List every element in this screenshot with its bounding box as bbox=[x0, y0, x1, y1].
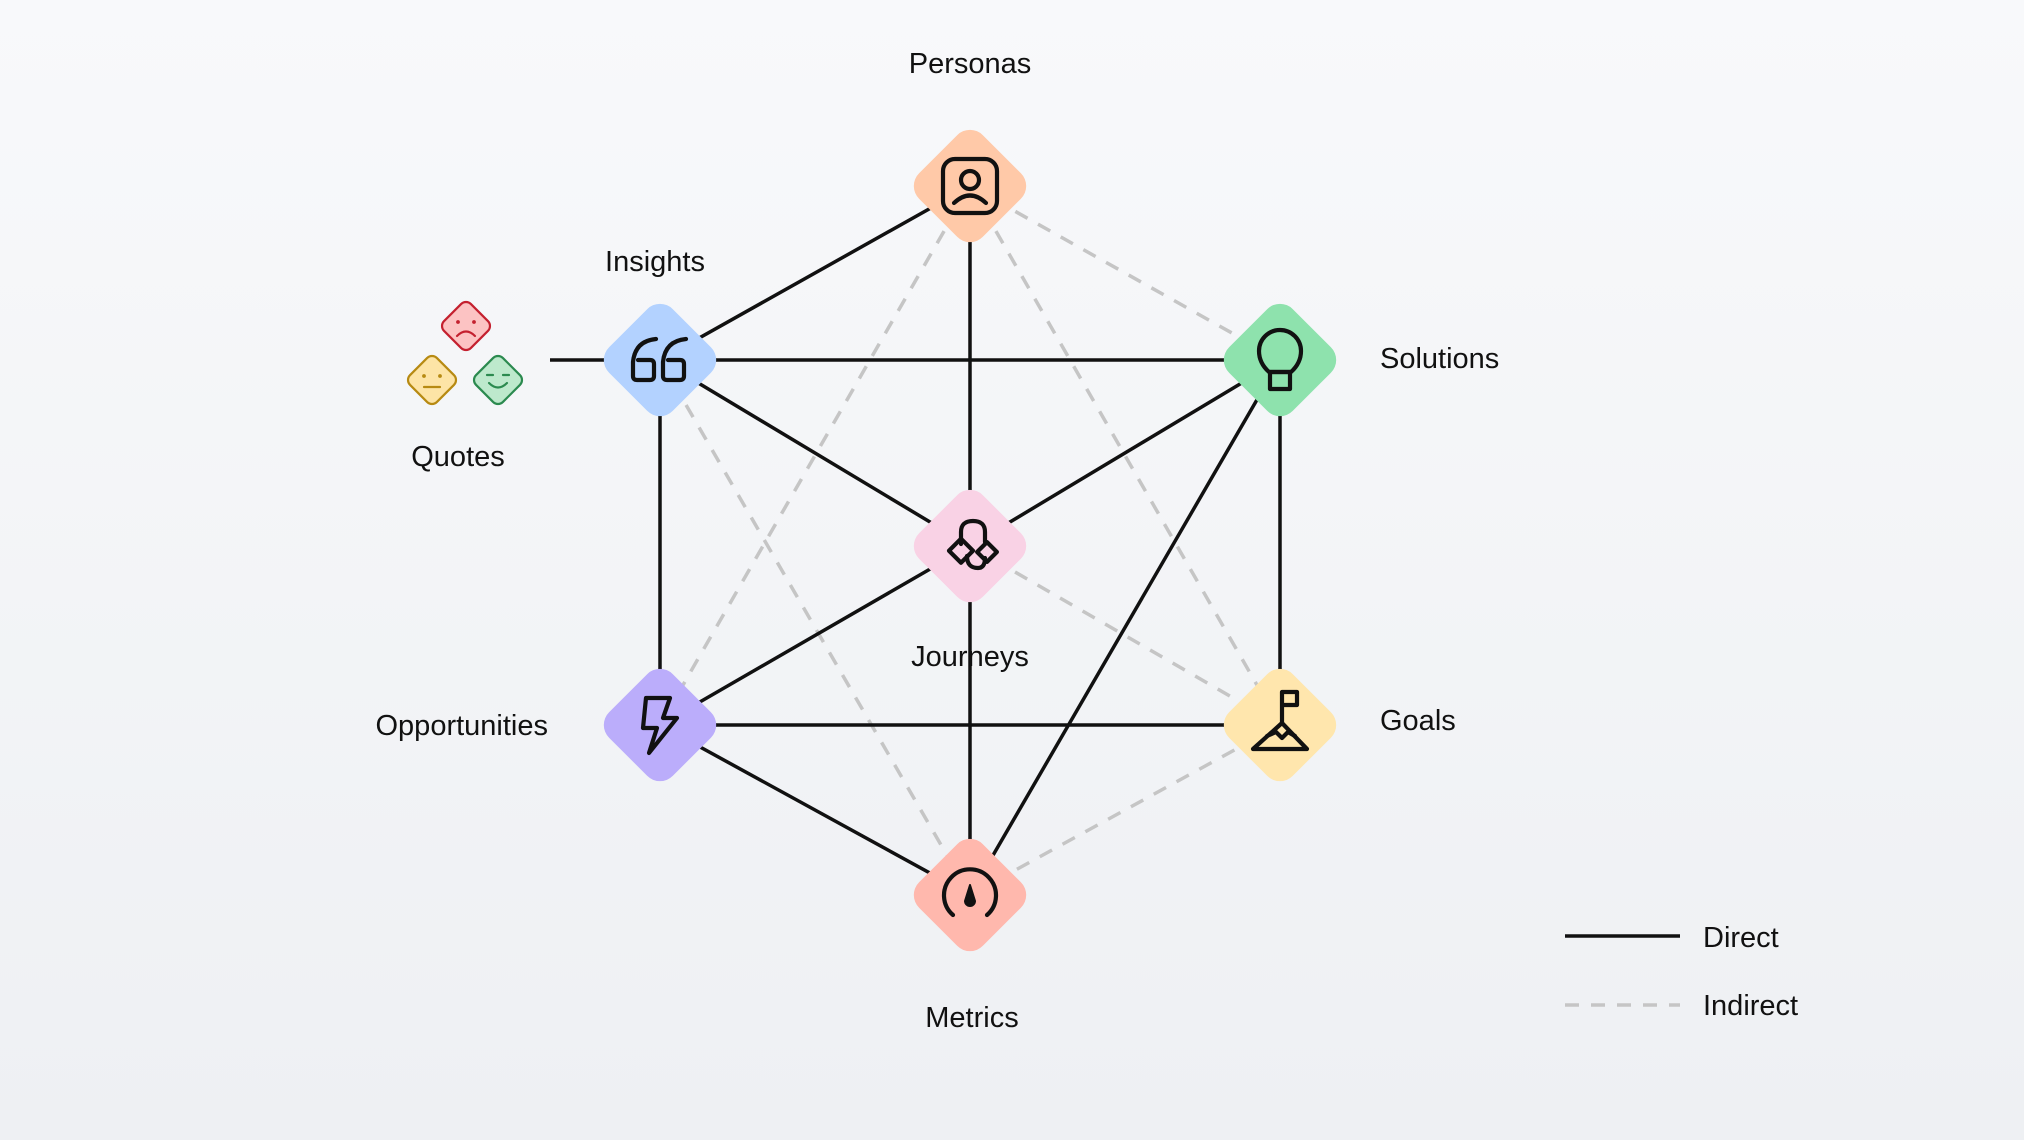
quotes-label: Quotes bbox=[411, 441, 505, 473]
person-card-icon bbox=[940, 156, 1000, 216]
happy-face-icon bbox=[472, 354, 524, 406]
lightbulb-icon bbox=[1256, 327, 1304, 392]
legend-direct-label: Direct bbox=[1703, 922, 1779, 954]
indirect-link-personas-solutions bbox=[969, 184, 1281, 362]
lightning-icon bbox=[640, 695, 680, 756]
direct-link-journeys-opportunities bbox=[659, 544, 971, 727]
insights-diamond bbox=[603, 303, 717, 417]
neutral-face-icon bbox=[406, 354, 458, 406]
opportunities-label: Opportunities bbox=[376, 710, 549, 742]
quote-icon bbox=[630, 336, 689, 383]
personas-diamond bbox=[913, 129, 1027, 243]
solutions-diamond bbox=[1223, 303, 1337, 417]
personas-node[interactable] bbox=[906, 122, 1033, 249]
direct-link-opportunities-metrics bbox=[659, 723, 971, 897]
goals-node[interactable] bbox=[1216, 661, 1343, 788]
insights-label: Insights bbox=[605, 246, 705, 278]
opportunities-diamond bbox=[603, 668, 717, 782]
solutions-label: Solutions bbox=[1380, 343, 1499, 375]
path-icon bbox=[946, 518, 999, 571]
sad-face-icon bbox=[440, 300, 492, 352]
indirect-link-insights-metrics bbox=[658, 359, 972, 896]
quotes-cluster: Quotes bbox=[406, 300, 524, 473]
direct-link-solutions-journeys bbox=[969, 358, 1281, 548]
direct-link-insights-journeys bbox=[659, 358, 971, 548]
indirect-link-journeys-goals bbox=[969, 544, 1281, 727]
insights-node[interactable] bbox=[596, 296, 723, 423]
metrics-node[interactable] bbox=[906, 831, 1033, 958]
indirect-link-goals-metrics bbox=[969, 723, 1281, 897]
goals-label: Goals bbox=[1380, 705, 1456, 737]
journeys-node[interactable] bbox=[906, 482, 1033, 609]
direct-link-insights-personas bbox=[659, 184, 971, 362]
direct-link-solutions-metrics bbox=[968, 359, 1282, 896]
links-layer bbox=[550, 184, 1282, 897]
nodes-layer bbox=[596, 122, 1343, 958]
opportunities-node[interactable] bbox=[596, 661, 723, 788]
personas-label: Personas bbox=[909, 48, 1032, 80]
solutions-node[interactable] bbox=[1216, 296, 1343, 423]
metrics-label: Metrics bbox=[925, 1002, 1018, 1034]
legend: Direct Indirect bbox=[1565, 922, 1798, 1022]
flag-mountain-icon bbox=[1250, 689, 1310, 752]
journeys-label: Journeys bbox=[911, 641, 1029, 673]
gauge-icon bbox=[941, 867, 999, 918]
legend-indirect-label: Indirect bbox=[1703, 990, 1798, 1022]
